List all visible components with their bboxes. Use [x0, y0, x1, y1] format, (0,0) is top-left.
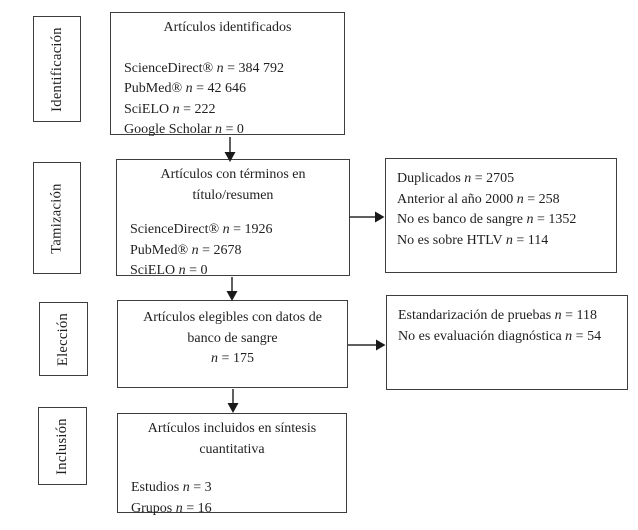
- box-title: Artículos incluidos en síntesis cuantita…: [118, 414, 346, 460]
- box-identified-articles: Artículos identificados ScienceDirect® n…: [110, 12, 345, 137]
- arrow-down-icon: [227, 389, 239, 413]
- stage-label-text: Identificación: [48, 26, 65, 112]
- box-title: Artículos identificados: [111, 13, 344, 39]
- stage-label-identificacion: Identificación: [33, 16, 81, 122]
- box-title-line: Artículos identificados: [163, 20, 292, 35]
- stat-line: Google Scholar n = 0: [124, 122, 244, 137]
- box-title-line: Artículos elegibles con datos de: [143, 310, 322, 325]
- box-screened-articles: Artículos con términos en título/resumen…: [116, 159, 350, 278]
- stat-line: Estudios n = 3: [131, 480, 212, 495]
- stat-line: ScienceDirect® n = 384 792: [124, 60, 285, 76]
- stat-line: Estandarización de pruebas n = 118: [398, 308, 598, 323]
- stat-line: No es banco de sangre n = 1352: [397, 212, 577, 227]
- stat-line: Grupos n = 16: [131, 500, 212, 516]
- stat-line: No es evaluación diagnóstica n = 54: [398, 328, 602, 344]
- box-title-line: banco de sangre: [187, 330, 278, 346]
- stage-label-text: Tamización: [48, 182, 65, 254]
- arrow-right-icon: [348, 339, 386, 351]
- stage-label-eleccion: Elección: [39, 302, 88, 376]
- stage-label-text: Inclusión: [54, 417, 71, 475]
- stat-line: SciELO n = 222: [124, 101, 216, 117]
- box-title-line: título/resumen: [192, 187, 274, 203]
- stat-line: PubMed® n = 42 646: [124, 81, 246, 96]
- stat-line: Anterior al año 2000 n = 258: [397, 191, 560, 207]
- stat-line: No es sobre HTLV n = 114: [397, 232, 549, 248]
- box-title-line: Artículos incluidos en síntesis: [147, 421, 317, 436]
- stat-line: PubMed® n = 2678: [130, 242, 242, 258]
- box-title-line: cuantitativa: [199, 441, 265, 457]
- stat-line: Duplicados n = 2705: [397, 171, 515, 186]
- stat-line: ScienceDirect® n = 1926: [130, 222, 273, 237]
- stat-line: SciELO n = 0: [130, 263, 208, 278]
- box-title: Artículos con términos en título/resumen: [117, 160, 349, 206]
- box-eligible-articles: Artículos elegibles con datos de banco d…: [117, 300, 348, 388]
- box-body: ScienceDirect® n = 384 792 PubMed® n = 4…: [111, 59, 344, 141]
- box-body: Estudios n = 3 Grupos n = 16: [118, 478, 346, 519]
- box-body: ScienceDirect® n = 1926 PubMed® n = 2678…: [117, 220, 349, 282]
- box-included-articles: Artículos incluidos en síntesis cuantita…: [117, 413, 347, 516]
- box-excluded-eligibility: Estandarización de pruebas n = 118 No es…: [386, 295, 628, 390]
- box-title-line: Artículos con términos en: [160, 167, 306, 182]
- arrow-right-icon: [349, 211, 385, 223]
- box-title: Artículos elegibles con datos de banco d…: [118, 301, 347, 370]
- stage-label-text: Elección: [55, 312, 71, 366]
- box-excluded-screening: Duplicados n = 2705 Anterior al año 2000…: [385, 158, 617, 273]
- stage-label-tamizacion: Tamización: [33, 162, 81, 274]
- stage-label-inclusion: Inclusión: [38, 407, 87, 485]
- box-title-line: n = 175: [211, 351, 254, 366]
